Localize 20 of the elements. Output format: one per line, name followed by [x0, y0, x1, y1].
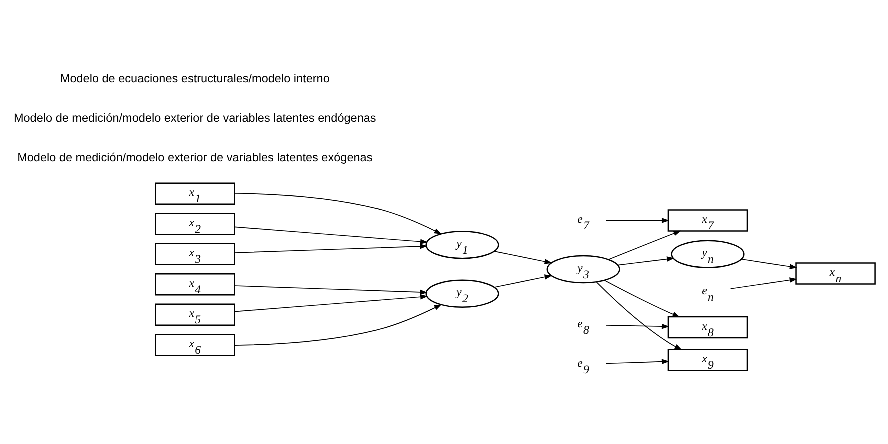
label: Modelo de ecuaciones estructurales/modelo interno	[60, 72, 330, 86]
arrow	[606, 218, 670, 224]
arrow	[234, 226, 428, 245]
arrow	[608, 230, 682, 260]
arrow	[234, 294, 428, 312]
arrow	[234, 193, 442, 234]
arrow	[234, 244, 428, 254]
arrow	[618, 256, 675, 266]
label: Modelo de medición/modelo exterior de variables latentes exógenas	[18, 152, 373, 165]
label: Modelo de medición/modelo exterior de variables latentes endógenas	[14, 112, 376, 126]
arrow	[606, 359, 670, 364]
arrow	[741, 258, 798, 270]
arrow	[606, 324, 670, 330]
arrow	[234, 286, 428, 296]
arrow	[234, 304, 442, 346]
arrow	[596, 282, 682, 350]
arrow	[730, 278, 798, 290]
arrow	[494, 274, 552, 288]
arrow	[494, 251, 552, 264]
arrow	[604, 280, 680, 318]
